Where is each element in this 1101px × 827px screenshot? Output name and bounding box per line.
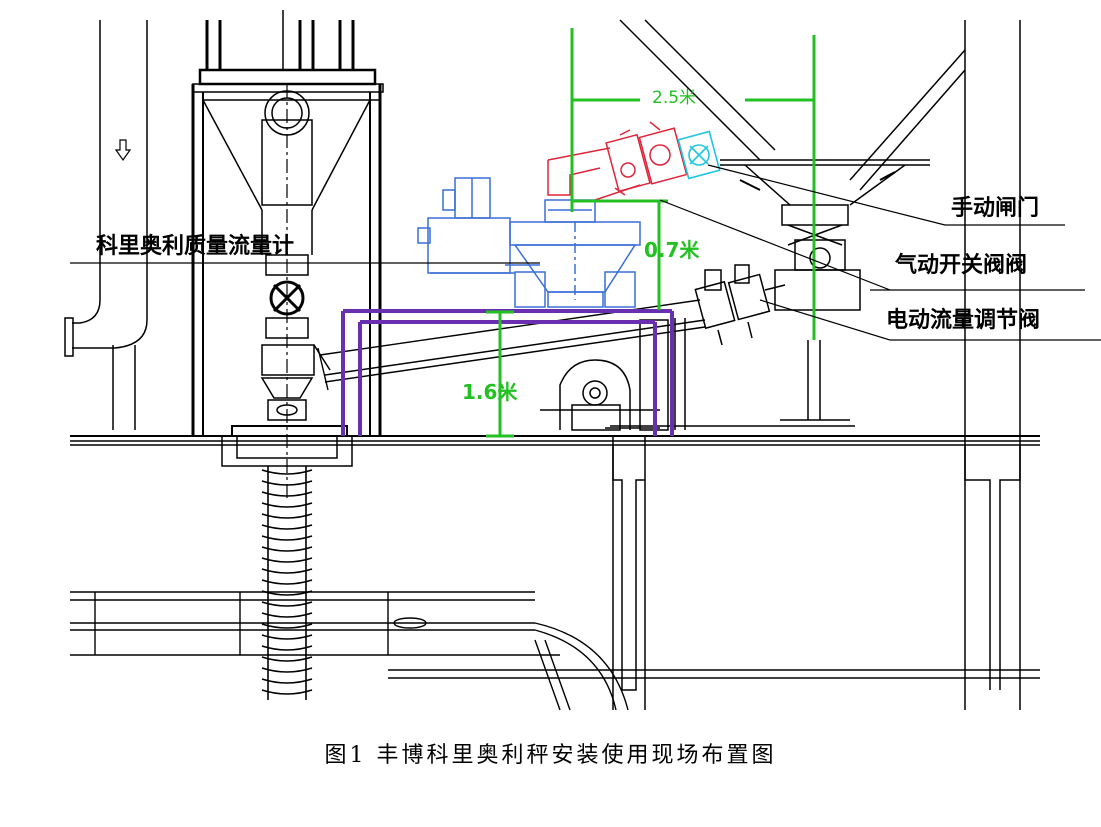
dimension-lines bbox=[486, 28, 816, 438]
electric-valve-drawing bbox=[694, 264, 786, 346]
leader-lines bbox=[70, 164, 1101, 341]
dimension-width-label: 2.5米 bbox=[652, 88, 697, 108]
label-coriolis-meter: 科里奥利质量流量计 bbox=[96, 234, 295, 259]
blower bbox=[540, 318, 686, 431]
red-duct bbox=[547, 121, 688, 201]
right-columns bbox=[610, 20, 1021, 710]
screw-conveyor bbox=[261, 466, 313, 700]
blue-equipment bbox=[417, 177, 641, 308]
label-electric-valve: 电动流量调节阀 bbox=[886, 308, 1041, 333]
right-hoppers bbox=[619, 19, 966, 311]
figure-caption: 图1 丰博科里奥利秤安装使用现场布置图 bbox=[324, 743, 777, 768]
left-duct bbox=[64, 20, 148, 430]
cyan-gate bbox=[677, 130, 721, 180]
label-manual-gate: 手动闸门 bbox=[951, 196, 1040, 221]
meter-stack bbox=[221, 254, 353, 467]
cyclone-separator bbox=[191, 10, 384, 500]
dimension-height-upper-label: 0.7米 bbox=[644, 238, 700, 262]
floor-slab bbox=[70, 435, 1040, 446]
support-frame bbox=[341, 309, 674, 436]
down-arrow-icon bbox=[114, 139, 132, 162]
dimension-height-lower-label: 1.6米 bbox=[462, 380, 518, 404]
lower-structure bbox=[70, 591, 1040, 711]
label-pneumatic-valve: 气动开关阀阀 bbox=[895, 253, 1028, 278]
